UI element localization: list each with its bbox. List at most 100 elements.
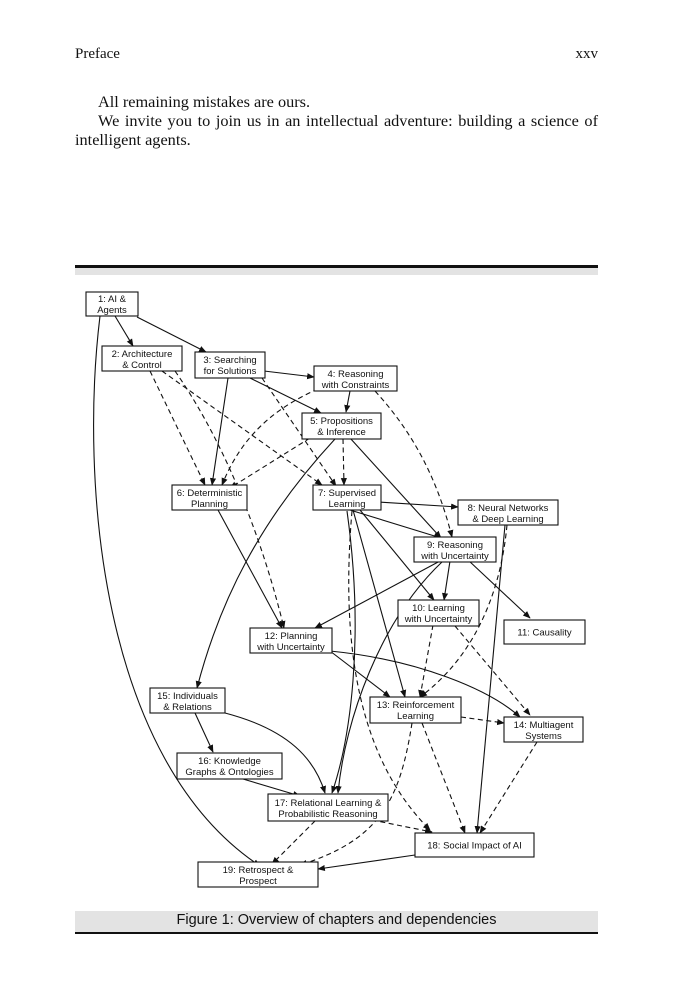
node-label: 6: Deterministic bbox=[177, 488, 243, 499]
node-label: & Deep Learning bbox=[472, 514, 543, 525]
edge bbox=[329, 650, 391, 698]
edge bbox=[335, 560, 444, 794]
node-supervised-learning: 7: Supervised Learning bbox=[312, 484, 382, 511]
node-label: Graphs & Ontologies bbox=[185, 767, 273, 778]
edge bbox=[242, 778, 301, 797]
edge-dashed bbox=[374, 390, 454, 538]
node-ai-agents: 1: AI & Agents bbox=[85, 291, 139, 317]
paragraph: All remaining mistakes are ours. bbox=[98, 92, 311, 111]
nodes: 1: AI & Agents 2: Architecture & Control… bbox=[85, 291, 586, 888]
edge-dashed bbox=[221, 388, 319, 486]
running-title: Preface bbox=[75, 46, 120, 62]
edge bbox=[359, 509, 435, 601]
edge-dashed bbox=[479, 741, 538, 834]
body-text: All remaining mistakes are ours. We invi… bbox=[75, 92, 598, 149]
node-label: 12: Planning bbox=[265, 631, 318, 642]
edge-dashed bbox=[348, 510, 431, 831]
edge bbox=[217, 509, 283, 629]
node-label: with Uncertainty bbox=[256, 642, 325, 653]
node-retrospect-prospect: 19: Retrospect & Prospect bbox=[197, 861, 319, 888]
node-label: with Constraints bbox=[321, 380, 390, 391]
edge bbox=[136, 316, 207, 353]
edge-dashed bbox=[421, 722, 466, 834]
page-header: Preface xxv bbox=[75, 46, 598, 66]
edge bbox=[249, 377, 322, 414]
node-label: 1: AI & bbox=[98, 294, 127, 305]
node-label: with Uncertainty bbox=[420, 551, 489, 562]
node-label: 18: Social Impact of AI bbox=[427, 841, 522, 852]
edges bbox=[93, 315, 538, 872]
node-label: 3: Searching bbox=[203, 355, 256, 366]
node-label: Systems bbox=[525, 731, 562, 742]
node-label: 7: Supervised bbox=[318, 488, 376, 499]
node-reinforcement-learning: 13: Reinforcement Learning bbox=[369, 696, 462, 724]
node-learning-with-uncertainty: 10: Learning with Uncertainty bbox=[397, 599, 480, 627]
node-planning-with-uncertainty: 12: Planning with Uncertainty bbox=[249, 627, 333, 654]
edge bbox=[317, 854, 416, 872]
node-label: 5: Propositions bbox=[310, 416, 373, 427]
page-number: xxv bbox=[575, 46, 599, 62]
node-label: 13: Reinforcement bbox=[377, 700, 455, 711]
edge-dashed bbox=[454, 625, 531, 716]
edge bbox=[194, 712, 214, 753]
edge bbox=[314, 560, 441, 629]
edge-dashed bbox=[149, 370, 206, 486]
node-architecture-control: 2: Architecture & Control bbox=[101, 345, 183, 372]
edge bbox=[349, 509, 442, 539]
node-deterministic-planning: 6: Deterministic Planning bbox=[171, 484, 248, 511]
node-label: 4: Reasoning bbox=[328, 369, 384, 380]
edge-dashed bbox=[460, 716, 505, 726]
edge-dashed bbox=[419, 524, 508, 698]
node-label: 15: Individuals bbox=[157, 691, 218, 702]
node-label: Probabilistic Reasoning bbox=[278, 809, 377, 820]
edge bbox=[331, 510, 356, 794]
node-knowledge-graphs-ontologies: 16: Knowledge Graphs & Ontologies bbox=[176, 752, 283, 780]
node-label: & Control bbox=[122, 360, 162, 371]
edge bbox=[344, 390, 351, 413]
node-neural-networks-deep-learning: 8: Neural Networks & Deep Learning bbox=[457, 499, 559, 526]
node-propositions-inference: 5: Propositions & Inference bbox=[301, 412, 382, 440]
edge bbox=[224, 712, 326, 794]
edge bbox=[349, 437, 442, 539]
node-searching-for-solutions: 3: Searching for Solutions bbox=[194, 351, 266, 379]
node-label: Learning bbox=[397, 711, 434, 722]
edge-dashed bbox=[418, 624, 434, 698]
figure-bottom-rule bbox=[75, 932, 598, 934]
caption-band bbox=[75, 911, 598, 932]
node-label: 10: Learning bbox=[412, 603, 465, 614]
edge-dashed bbox=[161, 370, 323, 486]
node-label: Agents bbox=[97, 305, 127, 316]
edge bbox=[442, 560, 451, 601]
edge bbox=[474, 524, 506, 834]
edge bbox=[352, 509, 407, 698]
node-label: & Relations bbox=[163, 702, 212, 713]
node-individuals-relations: 15: Individuals & Relations bbox=[149, 687, 226, 714]
node-label: 16: Knowledge bbox=[198, 756, 261, 767]
edge bbox=[377, 501, 459, 510]
edge-dashed bbox=[261, 377, 337, 487]
node-label: Planning bbox=[191, 499, 228, 510]
node-causality: 11: Causality bbox=[503, 619, 586, 645]
node-label: Learning bbox=[329, 499, 366, 510]
edge bbox=[467, 559, 531, 619]
node-label: 11: Causality bbox=[517, 628, 571, 639]
paragraph: We invite you to join us in an intellect… bbox=[75, 111, 598, 149]
node-label: 9: Reasoning bbox=[427, 540, 483, 551]
node-reasoning-with-uncertainty: 9: Reasoning with Uncertainty bbox=[413, 536, 497, 563]
node-label: 2: Architecture bbox=[112, 349, 173, 360]
edge bbox=[114, 315, 134, 347]
node-reasoning-with-constraints: 4: Reasoning with Constraints bbox=[313, 365, 398, 392]
node-label: 14: Multiagent bbox=[514, 720, 574, 731]
edge bbox=[263, 370, 315, 380]
edge bbox=[93, 315, 261, 867]
edge bbox=[209, 377, 229, 486]
node-label: Prospect bbox=[239, 876, 277, 887]
edge-dashed bbox=[229, 437, 311, 489]
node-social-impact-of-ai: 18: Social Impact of AI bbox=[414, 832, 535, 858]
node-label: for Solutions bbox=[204, 366, 257, 377]
edge-dashed bbox=[340, 438, 347, 486]
node-relational-learning-probabilistic-reasoning: 17: Relational Learning & Probabilistic … bbox=[267, 793, 389, 822]
figure-top-rule bbox=[75, 265, 598, 268]
figure-caption: Figure 1: Overview of chapters and depen… bbox=[176, 912, 497, 928]
